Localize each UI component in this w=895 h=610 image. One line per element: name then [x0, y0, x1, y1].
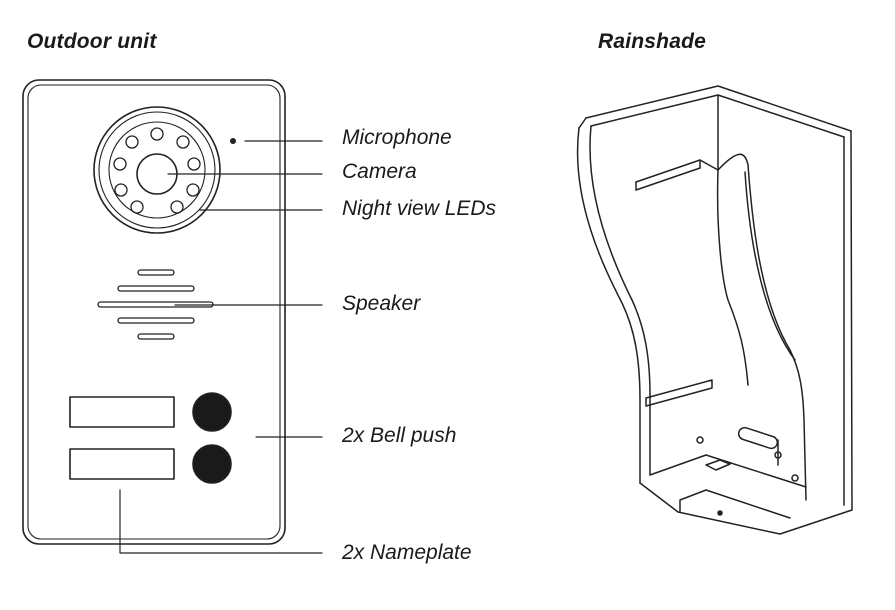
rainshade-heading: Rainshade	[598, 30, 706, 53]
camera-lens	[93, 106, 221, 234]
rainshade-drawing	[576, 85, 853, 535]
camera-label: Camera	[342, 160, 417, 183]
nameplate-label: 2x Nameplate	[342, 541, 472, 564]
callout-leaders	[119, 140, 323, 554]
microphone-label: Microphone	[342, 126, 452, 149]
microphone-hole	[230, 138, 237, 145]
night-view-leds	[113, 127, 201, 214]
outdoor-unit-heading: Outdoor unit	[27, 30, 157, 53]
outdoor-unit-panel	[22, 79, 286, 545]
bell-push-buttons	[192, 392, 232, 484]
nameplates	[69, 396, 175, 480]
speaker-grille	[97, 269, 214, 340]
bell-push-label: 2x Bell push	[342, 424, 457, 447]
night-view-leds-label: Night view LEDs	[342, 197, 497, 220]
speaker-label: Speaker	[342, 292, 421, 315]
